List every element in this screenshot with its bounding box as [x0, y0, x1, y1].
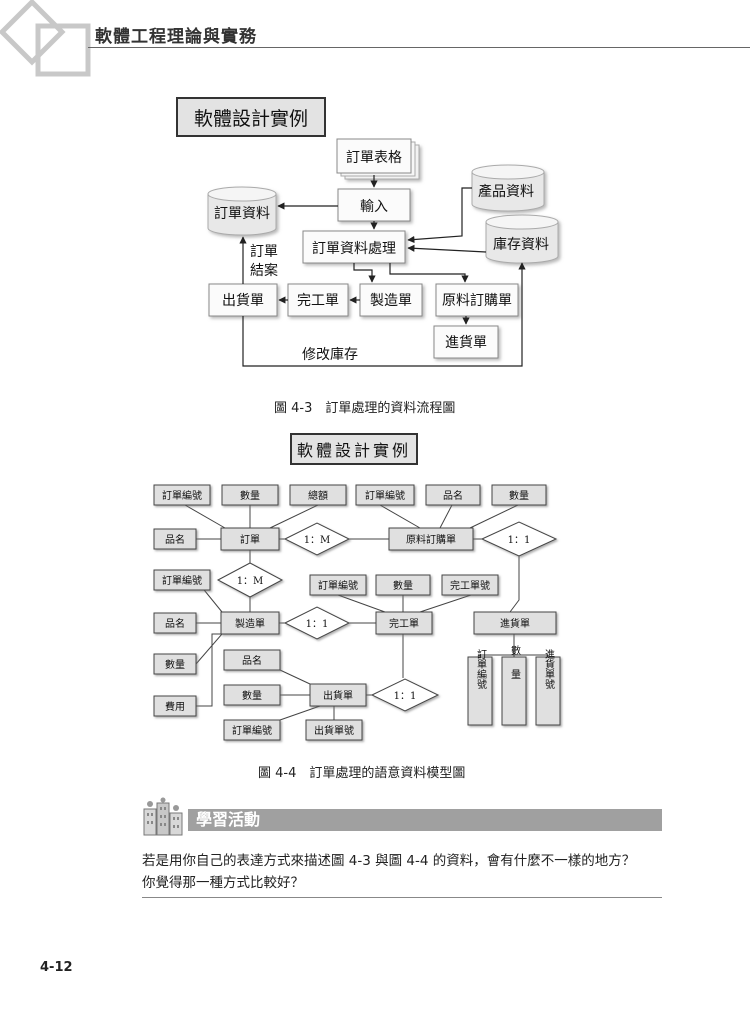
activity-banner [188, 809, 662, 831]
page-number: 4-12 [40, 960, 73, 975]
input-label: 輸入 [360, 199, 388, 215]
relation-r3 [216, 562, 284, 598]
relation-r5-label: 1：1 [394, 691, 417, 702]
modify-inventory-label: 修改庫存 [302, 346, 358, 363]
attr-completion-no: 完工單號 [450, 579, 490, 592]
input-box [337, 188, 411, 222]
activity-question-line-1: 若是用你自己的表達方式來描述圖 4-3 與圖 4-4 的資料，會有什麼不一樣的地… [142, 853, 636, 869]
attr-cost: 費用 [165, 700, 185, 713]
activity-label: 學習活動 [196, 810, 261, 829]
attr-qty-4: 數量 [393, 579, 413, 592]
relation-r4 [283, 606, 351, 640]
attr-order-no-1: 訂單編號 [162, 489, 202, 502]
corner-decoration [0, 0, 91, 77]
data-flow-diagram: 訂單表格 輸入 訂單資料 產品資料 庫存資料 訂單資料處理 訂單 結案 出貨單 … [207, 138, 559, 367]
attr-qty-3: 數量 [165, 658, 185, 671]
relation-r2-label: 1：1 [508, 535, 531, 546]
relation-r1 [283, 522, 351, 556]
relation-r4-label: 1：1 [306, 619, 329, 630]
material-purchase-box [435, 283, 519, 317]
entity-shipping-label: 出貨單 [323, 689, 353, 702]
inventory-data-store [485, 214, 559, 264]
order-closed-label-1: 訂單 [250, 244, 278, 260]
attr-product-name-1: 品名 [443, 489, 463, 502]
entity-material-purchase [388, 527, 474, 551]
order-form-label: 訂單表格 [346, 150, 402, 166]
attr-recv-no: 進貨單號 [543, 649, 555, 690]
attr-product-name-2: 品名 [165, 533, 185, 546]
activity-divider [142, 897, 662, 898]
manufacturing-order-label: 製造單 [370, 293, 412, 309]
relation-r3-label: 1：M [237, 576, 264, 587]
entity-manufacturing-label: 製造單 [235, 617, 265, 630]
entity-material-purchase-label: 原料訂購單 [406, 533, 456, 546]
completion-order-label: 完工單 [297, 293, 339, 309]
inventory-data-label: 庫存資料 [493, 236, 549, 253]
header-title: 軟體工程理論與實務 [95, 27, 257, 47]
attr-order-no-4: 訂單編號 [318, 579, 358, 592]
material-purchase-label: 原料訂購單 [442, 293, 512, 309]
shipping-order-box [208, 283, 278, 317]
attr-qty-1: 數量 [240, 489, 260, 502]
relation-r2 [480, 521, 558, 557]
attr-shipping-no: 出貨單號 [314, 724, 354, 737]
entity-completion-label: 完工單 [389, 617, 419, 630]
entity-receiving-label: 進貨單 [500, 617, 530, 630]
product-data-label: 產品資料 [478, 183, 534, 200]
attr-recv-order-no: 訂單編號 [475, 648, 487, 690]
attr-qty-5: 數量 [242, 689, 262, 702]
entity-completion [375, 611, 433, 635]
er-connectors [184, 504, 549, 721]
order-closed-label-2: 結案 [250, 262, 278, 279]
buildings-icon [143, 797, 183, 836]
order-processing-label: 訂單資料處理 [312, 241, 396, 257]
figure2-title-text: 軟體設計實例 [296, 441, 411, 460]
figure2-title: 軟體設計實例 [290, 433, 418, 465]
attr-order-no-3: 訂單編號 [162, 574, 202, 587]
attr-order-no-5: 訂單編號 [232, 724, 272, 737]
order-data-store [207, 186, 277, 236]
shipping-order-label: 出貨單 [222, 292, 264, 309]
attr-product-name-3: 品名 [165, 617, 185, 630]
entity-order-label: 訂單 [240, 533, 260, 546]
semantic-data-model-diagram: 訂單編號 數量 總額 訂單編號 品名 數量 品名 訂單 1：M 原料訂購單 1：… [153, 484, 561, 741]
header-divider [88, 47, 750, 48]
activity-question-line-2: 你覺得那一種方式比較好？ [142, 875, 304, 891]
order-processing-box [302, 230, 406, 264]
figure2-caption: 圖 4-4 訂單處理的語意資料模型圖 [258, 766, 466, 781]
entity-order [220, 527, 280, 551]
receiving-order-box [433, 325, 499, 359]
relation-r1-label: 1：M [304, 535, 331, 546]
order-data-label: 訂單資料 [214, 206, 270, 222]
completion-order-box [287, 283, 349, 317]
figure1-title-text: 軟體設計實例 [193, 107, 308, 130]
entity-shipping [309, 683, 367, 707]
attr-recv-qty: 數量 [509, 644, 521, 693]
activity-question: 若是用你自己的表達方式來描述圖 4-3 與圖 4-4 的資料，會有什麼不一樣的地… [142, 850, 672, 894]
flow-arrows [239, 175, 526, 367]
order-form-box [336, 138, 412, 174]
attr-total: 總額 [308, 489, 328, 502]
relation-r5 [370, 678, 440, 712]
entity-manufacturing [220, 611, 280, 635]
attr-qty-2: 數量 [509, 489, 529, 502]
entity-receiving [473, 611, 557, 635]
attr-product-name-4: 品名 [242, 654, 262, 667]
manufacturing-order-box [359, 283, 423, 317]
receiving-order-label: 進貨單 [445, 334, 487, 351]
figure1-caption: 圖 4-3 訂單處理的資料流程圖 [274, 401, 456, 416]
product-data-store [471, 164, 545, 212]
figure1-title: 軟體設計實例 [176, 97, 326, 137]
attr-order-no-2: 訂單編號 [365, 489, 405, 502]
